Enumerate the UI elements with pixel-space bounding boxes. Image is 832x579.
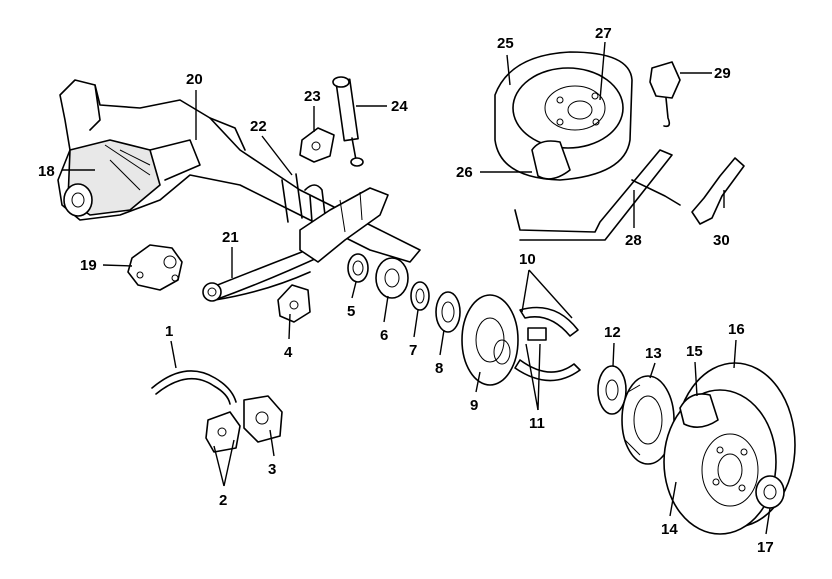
callout-28: 28 (625, 232, 642, 249)
callout-13: 13 (645, 345, 662, 362)
leader-17 (765, 507, 771, 535)
callout-9: 9 (470, 397, 478, 414)
leader-25 (506, 54, 511, 86)
callout-10: 10 (519, 251, 536, 268)
leader-13 (649, 362, 656, 379)
callout-11: 11 (529, 415, 545, 432)
callout-25: 25 (497, 35, 514, 52)
leader-22 (261, 135, 293, 176)
hub-cap-part (755, 475, 785, 509)
axle-housing-part (57, 79, 421, 263)
leader-16 (733, 339, 737, 369)
leader-10b (528, 269, 573, 319)
leader-1 (170, 340, 177, 369)
leader-lines (62, 41, 771, 535)
callout-24: 24 (391, 98, 408, 115)
leader-4 (288, 313, 291, 340)
axle-tube-end-part (299, 187, 389, 263)
callout-23: 23 (304, 88, 321, 105)
callout-14: 14 (661, 521, 678, 538)
leader-2b (223, 439, 235, 487)
spare-hoist-part (649, 61, 681, 128)
callout-3: 3 (268, 461, 276, 478)
leader-8 (439, 329, 445, 356)
callout-22: 22 (250, 118, 267, 135)
leader-9 (475, 371, 481, 393)
wheel-bearing-stack-part (347, 253, 519, 386)
spring-bracket-part (277, 284, 311, 323)
spare-tire-part (494, 51, 633, 181)
leader-11b (537, 343, 541, 411)
callout-1: 1 (165, 323, 173, 340)
brake-hose-part (151, 370, 237, 405)
callout-30: 30 (713, 232, 730, 249)
carrier-bracket-part (691, 157, 745, 225)
callout-6: 6 (380, 327, 388, 344)
callout-5: 5 (347, 303, 355, 320)
leader-12 (612, 342, 615, 367)
callout-26: 26 (456, 164, 473, 181)
callout-20: 20 (186, 71, 203, 88)
callout-12: 12 (604, 324, 621, 341)
leader-10a (521, 269, 530, 313)
leader-6 (383, 295, 389, 323)
leader-15 (694, 361, 698, 397)
callout-8: 8 (435, 360, 443, 377)
caliper-bracket-part (205, 411, 241, 453)
callout-2: 2 (219, 492, 227, 509)
callout-29: 29 (714, 65, 731, 82)
callout-7: 7 (409, 342, 417, 359)
callout-labels: 1 2 3 4 5 6 7 8 9 10 11 12 13 14 15 16 1… (38, 25, 774, 556)
leader-7 (413, 309, 419, 338)
leader-5 (351, 281, 357, 299)
spare-cover-part (531, 140, 571, 180)
hub-part (597, 365, 627, 415)
leader-19 (102, 264, 133, 267)
brake-shoes-part (514, 306, 581, 382)
leaf-spring-part (202, 244, 331, 302)
callout-27: 27 (595, 25, 612, 42)
callout-21: 21 (222, 229, 239, 246)
leader-3 (269, 429, 275, 457)
caliper-body-part (243, 395, 283, 443)
shock-absorber-part (332, 76, 364, 167)
callout-19: 19 (80, 257, 97, 274)
leader-27 (599, 41, 606, 101)
wheel-tire-part (663, 362, 796, 535)
callout-17: 17 (757, 539, 774, 556)
callout-16: 16 (728, 321, 745, 338)
shock-bracket-part (299, 127, 335, 163)
spare-carrier-part (514, 149, 681, 241)
callout-18: 18 (38, 163, 55, 180)
leader-14 (669, 481, 677, 517)
pinion-flange-part (127, 244, 183, 291)
callout-4: 4 (284, 344, 293, 361)
leader-11a (525, 343, 539, 411)
callout-15: 15 (686, 343, 703, 360)
u-bolt-part (281, 173, 326, 223)
leader-2a (213, 445, 225, 487)
